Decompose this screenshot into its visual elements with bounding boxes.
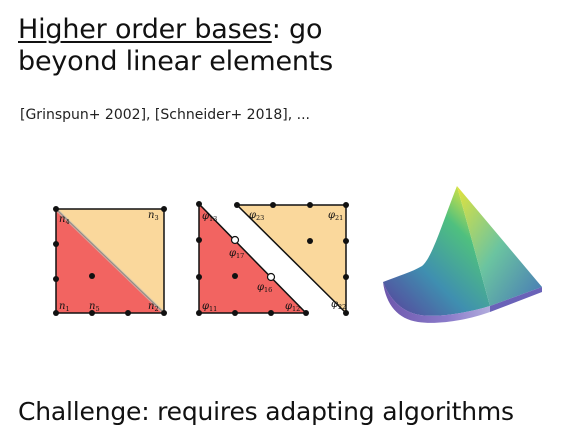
references: [Grinspun+ 2002], [Schneider+ 2018], ...: [20, 107, 311, 123]
slide-title: Higher order bases: go beyond linear ele…: [18, 14, 333, 78]
label-phi12: φ12: [285, 301, 300, 313]
title-rest: : go: [271, 14, 323, 45]
label-n1: n1: [59, 301, 70, 313]
label-phi21: φ21: [328, 210, 343, 222]
label-phi23: φ23: [249, 210, 264, 222]
title-line2: beyond linear elements: [18, 46, 334, 77]
footer-text: Challenge: requires adapting algorithms: [18, 397, 514, 426]
label-phi13: φ13: [202, 211, 217, 223]
label-phi17: φ17: [229, 248, 244, 260]
label-phi11: φ11: [202, 301, 217, 313]
middle-element: φ13 φ17 φ16 φ11 φ12 φ23 φ21 φ22: [196, 201, 349, 316]
label-phi22: φ22: [331, 299, 346, 311]
label-n5: n5: [89, 301, 100, 313]
left-element: n4 n3 n1 n5 n2: [53, 206, 167, 316]
basis-surface-3d: [383, 186, 542, 323]
label-n2: n2: [148, 301, 159, 313]
label-n4: n4: [59, 214, 70, 226]
label-phi16: φ16: [257, 282, 272, 294]
label-n3: n3: [148, 210, 159, 222]
title-underlined: Higher order bases: [18, 14, 272, 45]
